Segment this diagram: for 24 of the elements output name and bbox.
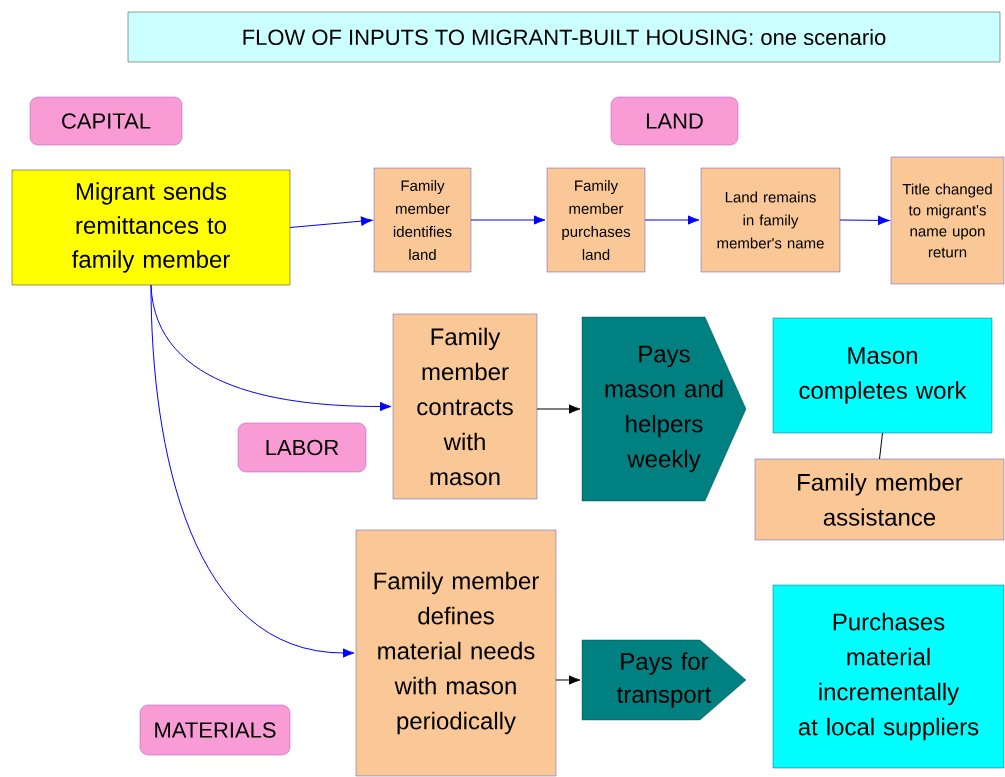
category-tag: CAPITAL	[29, 96, 183, 146]
process-box: Family member identifies land	[373, 167, 472, 273]
arrow	[644, 215, 700, 225]
process-box: Land remains in family member's name	[700, 167, 841, 273]
process-box: Mason completes work	[772, 317, 993, 434]
title-box: FLOW OF INPUTS TO MIGRANT-BUILT HOUSING: one scenario	[127, 11, 1001, 63]
pentagon-arrow-box: Pays mason and helpers weekly	[581, 316, 747, 502]
category-tag: LAND	[610, 96, 739, 146]
process-box: Family member contracts with mason	[392, 313, 538, 500]
arrow	[470, 215, 546, 225]
arrow	[289, 216, 373, 228]
category-tag: LABOR	[237, 422, 367, 473]
process-box: Purchases material incrementally at local suppliers	[772, 584, 1005, 769]
process-box: Family member assistance	[754, 458, 1005, 541]
process-box: Title changed to migrant's name upon return	[890, 156, 1005, 285]
arrow	[536, 404, 581, 414]
category-tag: MATERIALS	[139, 704, 291, 756]
process-box: Family member purchases land	[546, 167, 646, 273]
process-box: Migrant sends remittances to family member	[11, 169, 291, 286]
arrow	[839, 215, 890, 225]
arrow	[150, 284, 355, 658]
process-box: Family member defines material needs with mason periodically	[355, 529, 557, 777]
pentagon-arrow-box: Pays for transport	[581, 639, 747, 721]
arrow	[555, 675, 581, 685]
